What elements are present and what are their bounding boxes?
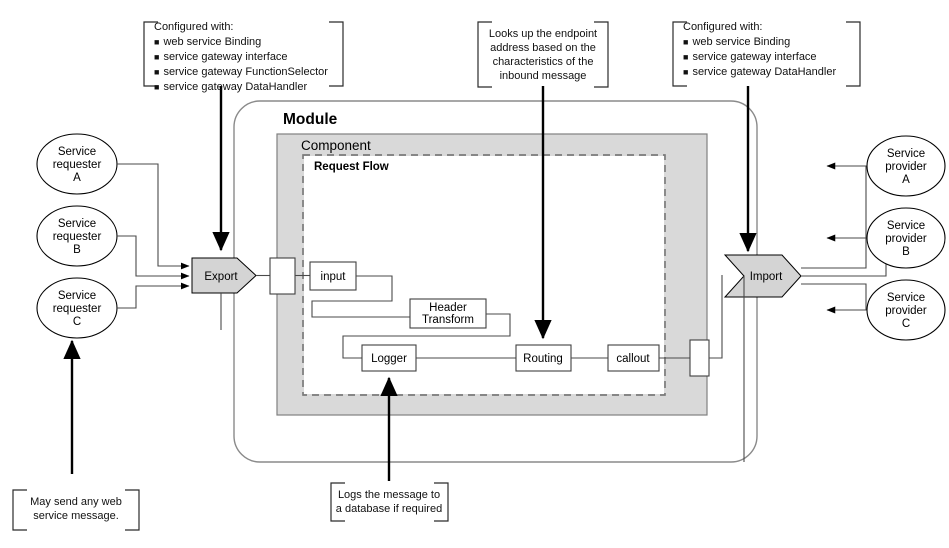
requester-b-line3: B <box>73 244 81 256</box>
annotation-logger-note-line-1: a database if required <box>336 503 442 515</box>
input-shape <box>309 261 357 291</box>
routing-label: Routing <box>523 353 563 365</box>
connector-boundary-to-import <box>709 275 723 359</box>
annotation-export-config-bracket-right <box>329 21 344 87</box>
input-label: input <box>321 271 347 283</box>
requester-a-line2: requester <box>53 159 102 171</box>
header-transform-line1: Header <box>429 302 467 314</box>
import-boundary-connector <box>689 339 710 377</box>
provider-c-line2: provider <box>885 305 927 317</box>
annotation-routing-note-line-3: inbound message <box>500 70 587 82</box>
flow-node-header-transform[interactable]: Header Transform <box>409 298 487 329</box>
annotation-import-config-bullet-0: ■web service Binding <box>683 36 790 48</box>
annotation-export-config-bracket-left <box>143 21 158 87</box>
annotation-import-config-bullet-1: ■service gateway interface <box>683 51 817 63</box>
annotation-requester-note: May send any web service message. <box>12 489 140 531</box>
module-label: Module <box>283 111 338 128</box>
provider-a-line3: A <box>902 174 910 186</box>
connector-header-transform-to-logger <box>342 313 511 359</box>
connector-requester-c-to-export <box>117 282 190 309</box>
annotation-import-config-bullet-2: ■service gateway DataHandler <box>683 66 836 78</box>
service-provider-b[interactable]: Service provider B <box>866 207 946 269</box>
service-requester-a[interactable]: Service requester A <box>36 133 118 195</box>
callout-shape <box>607 344 660 372</box>
request-flow-label: Request Flow <box>314 161 389 173</box>
header-transform-shape <box>409 298 487 329</box>
annotation-routing-note-bracket-left <box>477 21 492 88</box>
flow-node-input[interactable]: input <box>309 261 357 291</box>
connector-import-to-provider-a <box>801 162 867 269</box>
connector-requester-a-to-export <box>117 163 190 270</box>
routing-shape <box>515 344 572 372</box>
service-provider-a[interactable]: Service provider A <box>866 135 946 197</box>
provider-b-line3: B <box>902 246 910 258</box>
requester-b-line1: Service <box>58 218 96 230</box>
flow-node-logger[interactable]: Logger <box>361 344 417 372</box>
flow-node-routing[interactable]: Routing <box>515 344 572 372</box>
provider-c-line3: C <box>902 318 910 330</box>
annotation-routing-note-line-0: Looks up the endpoint <box>489 28 597 40</box>
requester-b-line2: requester <box>53 231 102 243</box>
service-requester-c[interactable]: Service requester C <box>36 277 118 339</box>
connector-input-to-header-transform <box>311 275 410 318</box>
export-label: Export <box>204 271 238 283</box>
export-shape <box>191 257 257 294</box>
connector-requester-b-to-export <box>117 235 190 280</box>
export-boundary-connector <box>269 257 296 295</box>
provider-c-line1: Service <box>887 292 925 304</box>
annotation-export-config-bullet-0: ■web service Binding <box>154 36 261 48</box>
annotation-logger-note-bracket-right <box>434 482 449 522</box>
annotation-logger-note-bracket-left <box>330 482 345 522</box>
annotation-routing-note: Looks up the endpoint address based on t… <box>477 21 609 88</box>
annotation-logger-note-line-0: Logs the message to <box>338 489 440 501</box>
export-gateway[interactable]: Export <box>191 257 257 294</box>
provider-b-line2: provider <box>885 233 927 245</box>
annotation-export-config-bullet-3: ■service gateway DataHandler <box>154 81 307 93</box>
provider-a-line1: Service <box>887 148 925 160</box>
component-label: Component <box>301 138 371 153</box>
logger-label: Logger <box>371 353 407 365</box>
annotation-logger-note: Logs the message to a database if requir… <box>330 482 449 522</box>
annotation-export-config-bullet-2: ■service gateway FunctionSelector <box>154 66 328 78</box>
service-provider-c[interactable]: Service provider C <box>866 279 946 341</box>
requester-c-line2: requester <box>53 303 102 315</box>
requester-a-line3: A <box>73 172 81 184</box>
annotation-import-config-bracket-right <box>846 21 861 87</box>
provider-b-line1: Service <box>887 220 925 232</box>
import-label: Import <box>750 271 783 283</box>
annotation-requester-note-line-0: May send any web <box>30 496 122 508</box>
annotation-requester-note-bracket-left <box>12 489 27 531</box>
provider-c-shape <box>866 279 946 341</box>
requester-c-line3: C <box>73 316 81 328</box>
annotation-import-config-bracket-left <box>672 21 687 87</box>
annotation-export-config-heading: Configured with: <box>154 21 234 33</box>
annotation-routing-note-line-1: address based on the <box>490 42 596 54</box>
annotation-routing-note-line-2: characteristics of the <box>493 56 594 68</box>
callout-label: callout <box>616 353 650 365</box>
annotation-import-config: Configured with: ■web service Binding ■s… <box>672 21 861 87</box>
flow-node-callout[interactable]: callout <box>607 344 660 372</box>
annotation-import-config-heading: Configured with: <box>683 21 763 33</box>
annotation-export-config-bullet-1: ■service gateway interface <box>154 51 288 63</box>
logger-shape <box>361 344 417 372</box>
provider-b-shape <box>866 207 946 269</box>
requester-c-line1: Service <box>58 290 96 302</box>
header-transform-line2: Transform <box>422 314 474 326</box>
connector-import-to-provider-c <box>801 283 867 314</box>
service-requester-b[interactable]: Service requester B <box>36 205 118 267</box>
requester-a-line1: Service <box>58 146 96 158</box>
annotation-routing-note-bracket-right <box>594 21 609 88</box>
annotation-requester-note-line-1: service message. <box>33 510 119 522</box>
provider-a-shape <box>866 135 946 197</box>
annotation-requester-note-bracket-right <box>125 489 140 531</box>
annotation-export-config: Configured with: ■web service Binding ■s… <box>143 21 344 93</box>
provider-a-line2: provider <box>885 161 927 173</box>
